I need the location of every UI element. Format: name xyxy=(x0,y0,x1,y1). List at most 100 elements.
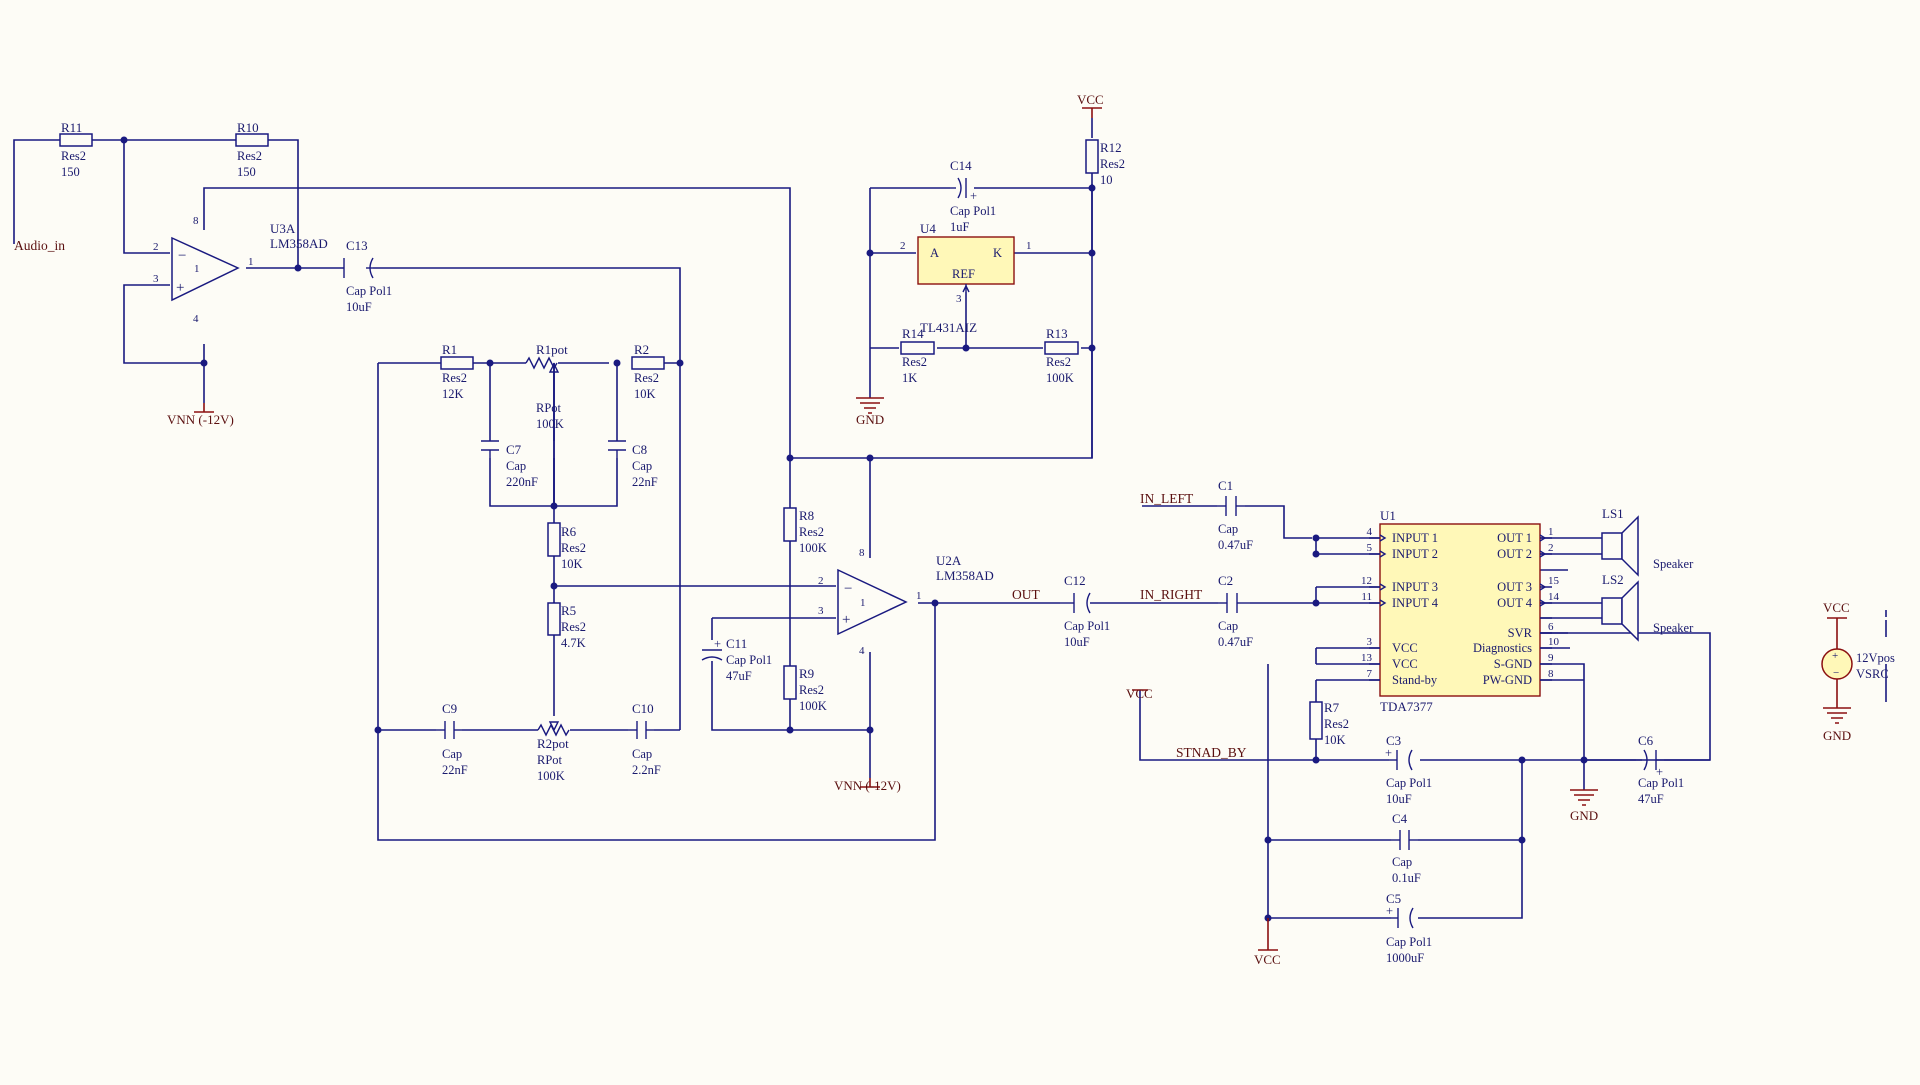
svg-text:Cap Pol1: Cap Pol1 xyxy=(726,653,772,667)
svg-text:C8: C8 xyxy=(632,442,647,457)
svg-text:R2: R2 xyxy=(634,342,649,357)
svg-text:8: 8 xyxy=(859,547,865,559)
svg-text:1: 1 xyxy=(916,590,922,602)
resistor-r7[interactable] xyxy=(1309,701,1323,740)
svg-text:1: 1 xyxy=(194,263,200,275)
r10-designator: R10 xyxy=(237,120,259,135)
u2a-part: LM358AD xyxy=(936,568,994,583)
svg-text:3: 3 xyxy=(956,293,962,305)
svg-text:22nF: 22nF xyxy=(442,763,468,777)
capacitor-c11[interactable] xyxy=(701,649,723,661)
ic-u4-tl431[interactable] xyxy=(917,236,1015,285)
resistor-r12[interactable] xyxy=(1085,139,1099,174)
svg-text:C13: C13 xyxy=(346,238,368,253)
svg-text:3: 3 xyxy=(818,605,824,617)
svg-text:Cap: Cap xyxy=(1218,619,1238,633)
net-label-audio-in: Audio_in xyxy=(14,238,65,253)
resistor-r10[interactable] xyxy=(235,133,269,147)
u1-pin-name: Stand-by xyxy=(1392,673,1438,687)
svg-text:LS2: LS2 xyxy=(1602,572,1624,587)
u1-pin-name: INPUT 4 xyxy=(1392,596,1439,610)
potentiometers xyxy=(525,356,570,737)
capacitor-c5[interactable] xyxy=(1391,907,1414,929)
voltage-source-vsrc[interactable]: + − xyxy=(1821,618,1853,708)
power-gnd-vsrc: GND xyxy=(1823,728,1851,743)
svg-text:Res2: Res2 xyxy=(799,683,824,697)
u1-input-arrow xyxy=(1379,534,1387,542)
ic-u1-tda7377[interactable] xyxy=(1379,523,1541,697)
svg-text:Res2: Res2 xyxy=(799,525,824,539)
capacitor-c1[interactable] xyxy=(1217,496,1245,516)
u1-pin-name: S-GND xyxy=(1494,657,1532,671)
u1-input-arrow xyxy=(1379,583,1387,591)
capacitors xyxy=(343,177,1664,929)
svg-text:12K: 12K xyxy=(442,387,464,401)
svg-text:R13: R13 xyxy=(1046,326,1068,341)
speaker-ls1[interactable] xyxy=(1601,515,1639,577)
capacitor-c9[interactable] xyxy=(436,721,462,739)
capacitor-c10[interactable] xyxy=(628,721,654,739)
resistor-r2[interactable] xyxy=(631,356,665,370)
u1-pin-name: INPUT 1 xyxy=(1392,531,1438,545)
u1-pin-name: VCC xyxy=(1392,657,1418,671)
resistor-r6[interactable] xyxy=(547,522,561,557)
svg-text:−: − xyxy=(844,581,852,597)
capacitor-c2[interactable] xyxy=(1218,593,1250,613)
capacitor-c14[interactable] xyxy=(950,177,967,199)
u1-pin-number: 6 xyxy=(1548,621,1554,633)
r11-value: 150 xyxy=(61,165,80,179)
resistor-r1[interactable] xyxy=(440,356,474,370)
vsrc-designator: 12Vpos xyxy=(1856,651,1895,665)
svg-text:1uF: 1uF xyxy=(950,220,970,234)
speaker-ls2[interactable] xyxy=(1601,580,1639,642)
svg-text:Cap Pol1: Cap Pol1 xyxy=(346,284,392,298)
svg-text:C9: C9 xyxy=(442,701,457,716)
resistor-r14[interactable] xyxy=(900,341,935,355)
u1-pin-name: OUT 3 xyxy=(1497,580,1532,594)
svg-text:C4: C4 xyxy=(1392,811,1408,826)
svg-text:K: K xyxy=(993,246,1002,260)
svg-text:R1pot: R1pot xyxy=(536,342,568,357)
svg-text:R2pot: R2pot xyxy=(537,736,569,751)
svg-text:C6: C6 xyxy=(1638,733,1654,748)
capacitor-c3[interactable] xyxy=(1389,749,1413,771)
svg-text:Res2: Res2 xyxy=(442,371,467,385)
resistor-r5[interactable] xyxy=(547,602,561,636)
capacitor-c12[interactable] xyxy=(1060,592,1091,614)
u1-input-arrow xyxy=(1379,599,1387,607)
capacitor-c4[interactable] xyxy=(1391,830,1418,850)
capacitor-c6[interactable] xyxy=(1636,749,1664,771)
svg-text:220nF: 220nF xyxy=(506,475,538,489)
svg-text:R7: R7 xyxy=(1324,700,1340,715)
u1-pin-number: 5 xyxy=(1367,542,1373,554)
svg-text:Cap Pol1: Cap Pol1 xyxy=(1638,776,1684,790)
svg-text:0.47uF: 0.47uF xyxy=(1218,635,1253,649)
u1-pin-name: OUT 1 xyxy=(1497,531,1532,545)
svg-text:+: + xyxy=(1386,904,1393,918)
svg-text:2.2nF: 2.2nF xyxy=(632,763,661,777)
opamp-u2a[interactable]: − + xyxy=(837,568,908,636)
svg-text:Cap: Cap xyxy=(632,459,652,473)
u4-part: TL431AIZ xyxy=(920,320,977,335)
svg-text:4.7K: 4.7K xyxy=(561,636,586,650)
svg-text:−: − xyxy=(1833,667,1839,679)
resistor-r8[interactable] xyxy=(783,507,797,542)
opamp-u3a[interactable]: − + xyxy=(171,236,240,302)
resistor-r11[interactable] xyxy=(59,133,93,147)
net-label-out: OUT xyxy=(1012,587,1040,602)
svg-text:Cap: Cap xyxy=(1392,855,1412,869)
svg-text:Cap: Cap xyxy=(442,747,462,761)
net-label-in-right: IN_RIGHT xyxy=(1140,587,1203,602)
capacitor-c7[interactable] xyxy=(481,440,499,458)
svg-text:+: + xyxy=(970,189,977,203)
svg-text:Cap Pol1: Cap Pol1 xyxy=(1386,776,1432,790)
svg-text:C12: C12 xyxy=(1064,573,1086,588)
resistor-r13[interactable] xyxy=(1044,341,1079,355)
capacitor-c8[interactable] xyxy=(608,440,626,458)
u1-designator: U1 xyxy=(1380,508,1396,523)
resistor-r9[interactable] xyxy=(783,665,797,700)
svg-text:Speaker: Speaker xyxy=(1653,557,1694,571)
capacitor-c13[interactable] xyxy=(343,257,374,279)
